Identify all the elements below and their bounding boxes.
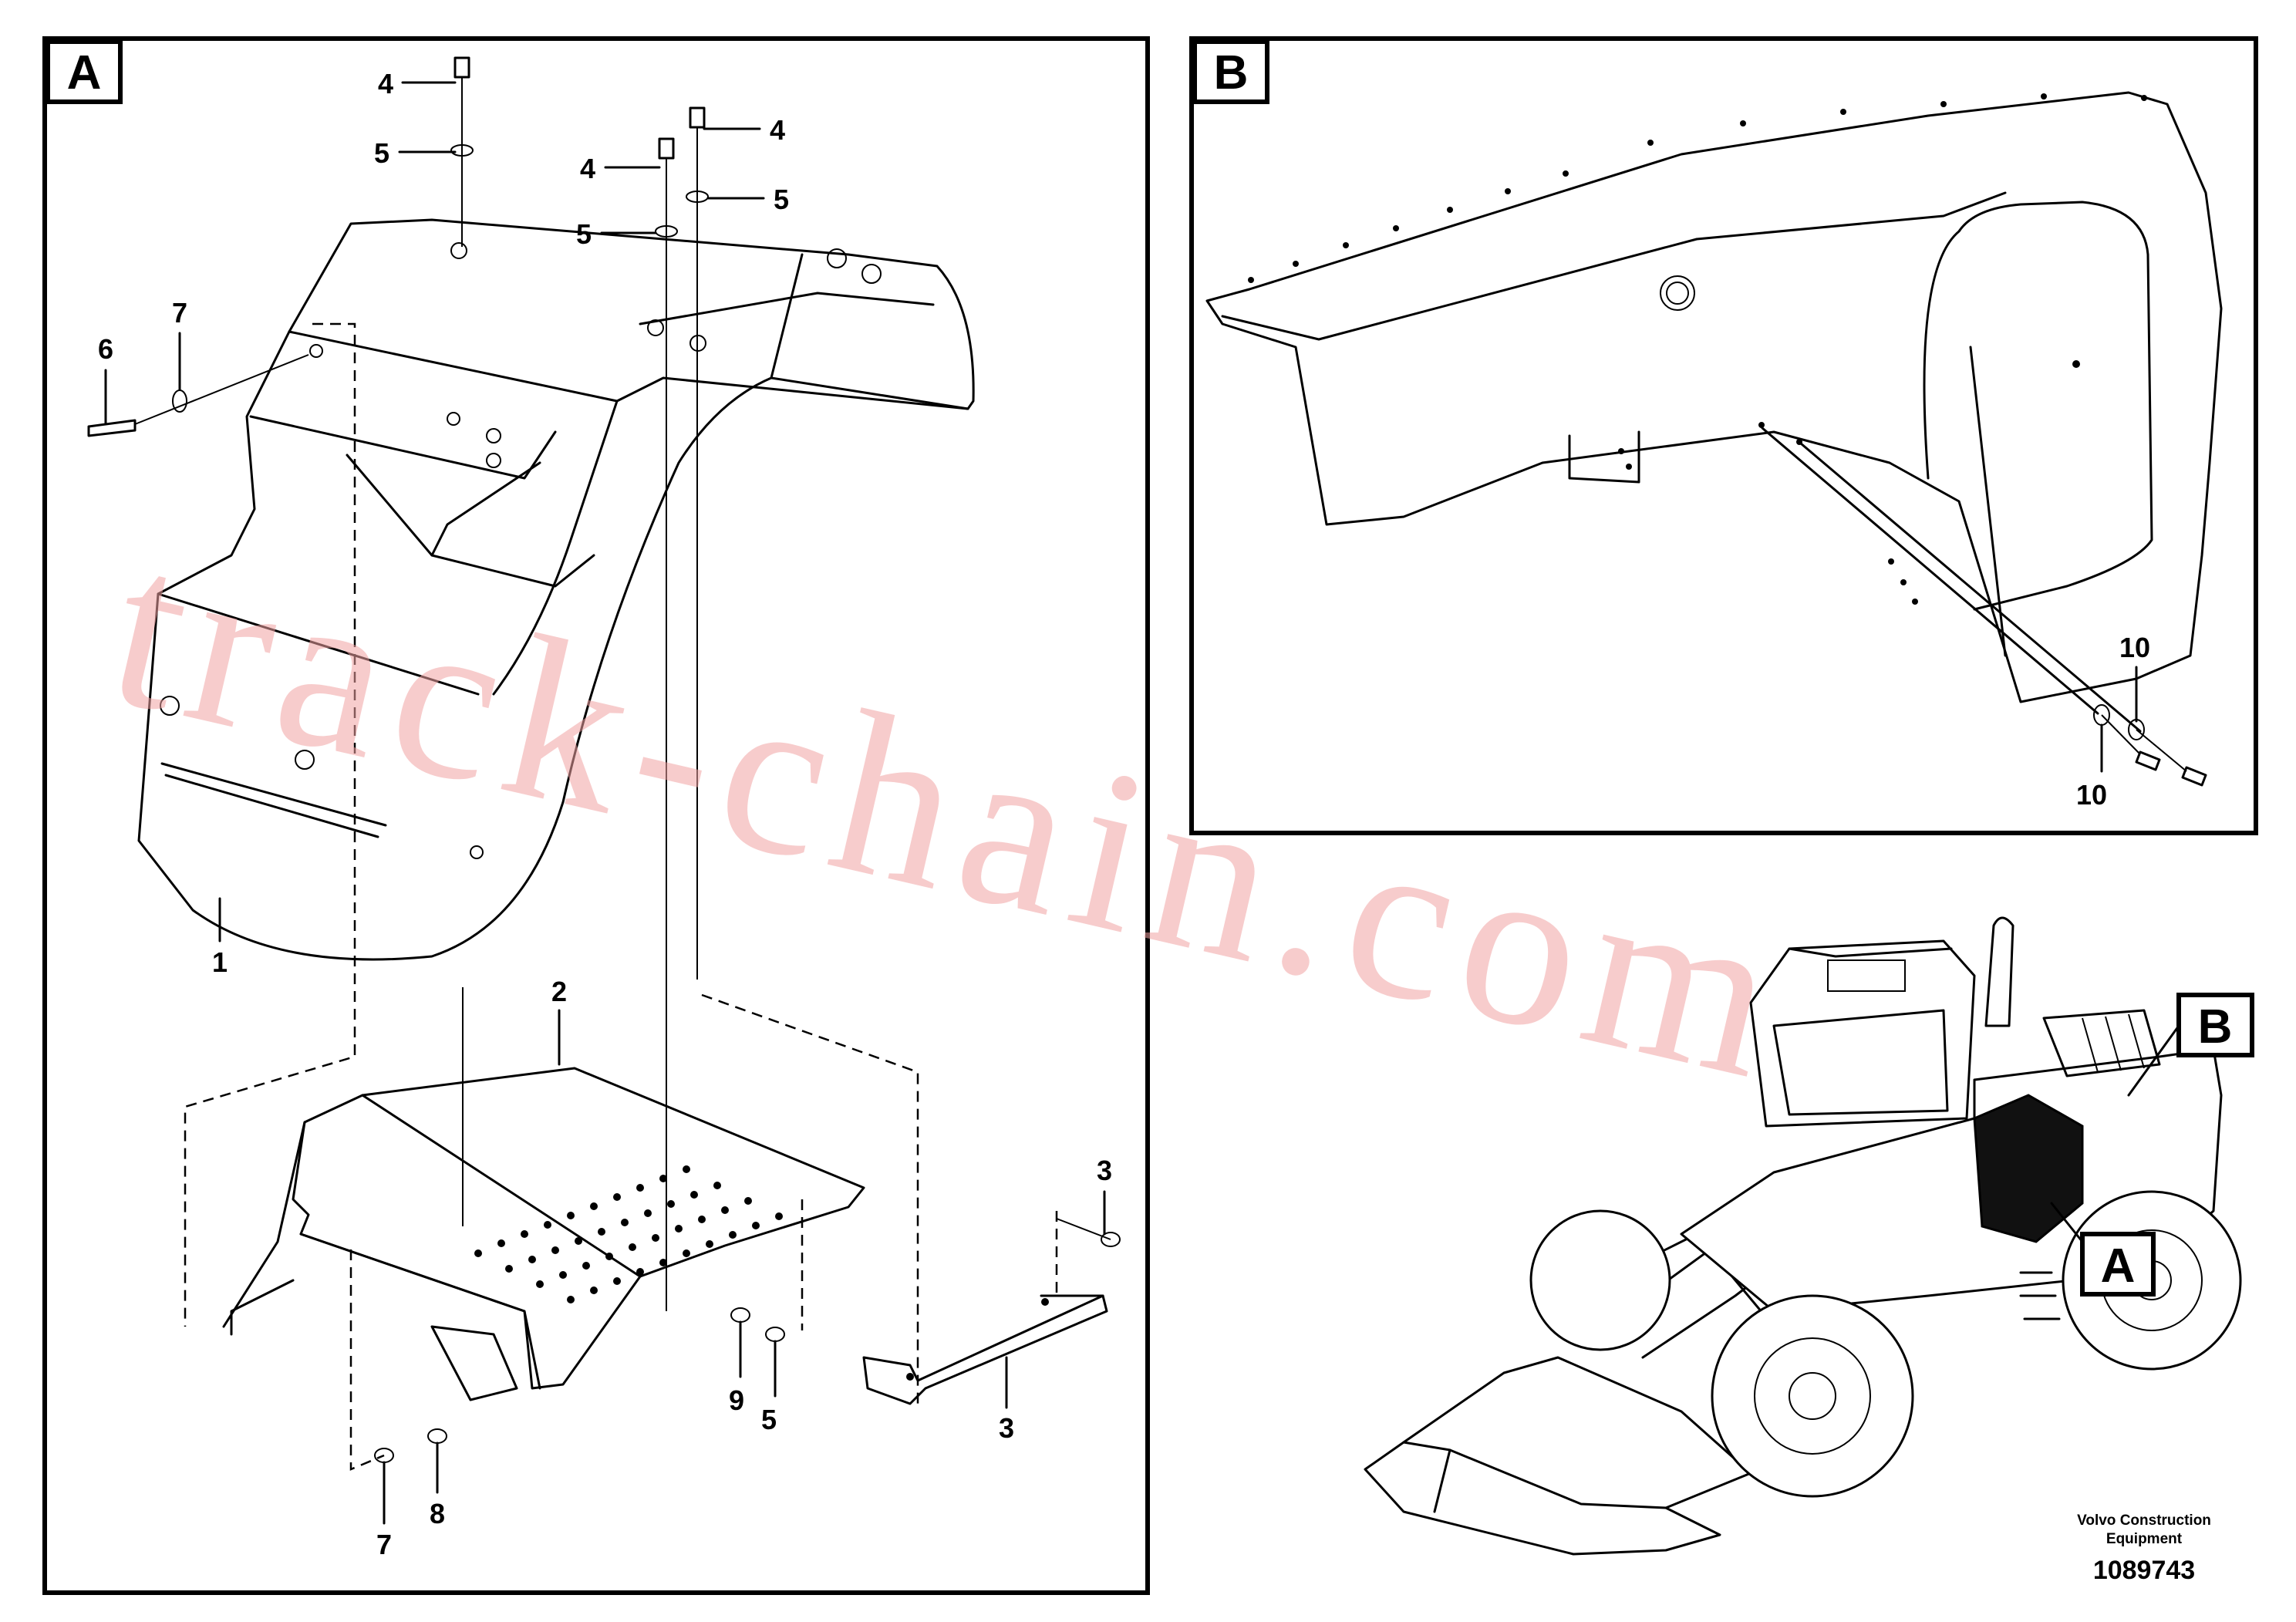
callout-5-right: 5 xyxy=(774,184,789,215)
overview-label-a: A xyxy=(2101,1239,2136,1293)
step-plate-part-2 xyxy=(222,1067,865,1401)
callout-1: 1 xyxy=(212,946,228,978)
callout-10-top: 10 xyxy=(2119,632,2150,663)
fender-side-view xyxy=(1205,91,2223,703)
panel-b-label: B xyxy=(1214,46,1249,99)
highlight-fender-a xyxy=(1973,1094,2084,1243)
panel-b: B xyxy=(1189,36,2258,835)
step-plate-perforations xyxy=(474,1165,783,1303)
footer-block: Volvo Construction Equipment 1089743 xyxy=(2036,1512,2252,1589)
callout-3-bottom: 3 xyxy=(999,1412,1014,1444)
fender-part-1 xyxy=(137,218,975,961)
callout-5-mid: 5 xyxy=(576,218,592,250)
panel-a: A xyxy=(42,36,1150,1595)
bracket-part-3 xyxy=(862,1294,1108,1405)
callout-4-left: 4 xyxy=(378,68,393,99)
panel-a-label: A xyxy=(67,46,102,99)
overview-badge-a xyxy=(2080,1232,2156,1297)
callout-9: 9 xyxy=(729,1384,744,1416)
callout-7-bottom: 7 xyxy=(376,1529,392,1560)
panel-b-badge xyxy=(1192,39,1269,104)
panel-a-badge xyxy=(46,39,123,104)
footer-company-line2: Equipment xyxy=(2106,1531,2183,1547)
footer-company-line1: Volvo Construction xyxy=(2077,1512,2211,1529)
footer-drawing-number: 1089743 xyxy=(2092,1556,2196,1585)
callout-4-right: 4 xyxy=(770,114,785,146)
wheel-loader-overview: B A xyxy=(1364,916,2254,1556)
callout-3-right: 3 xyxy=(1097,1155,1112,1186)
callout-10-bottom: 10 xyxy=(2076,779,2107,811)
panel-b-frame xyxy=(1189,36,2258,835)
callouts-b: 10 10 xyxy=(2076,632,2150,811)
callout-7-top: 7 xyxy=(172,297,187,329)
overview-label-b: B xyxy=(2198,1000,2233,1054)
callout-8: 8 xyxy=(430,1498,445,1529)
callout-6: 6 xyxy=(98,333,113,365)
callout-2: 2 xyxy=(551,976,567,1007)
callouts-a: 4 5 4 5 4 5 7 6 1 2 3 3 9 xyxy=(98,68,1112,1560)
assembly-lines-a xyxy=(134,77,1111,1471)
callout-5-left: 5 xyxy=(374,137,389,169)
callout-5-bottom: 5 xyxy=(761,1404,777,1435)
panel-a-frame xyxy=(42,36,1150,1595)
callout-4-mid: 4 xyxy=(580,153,595,184)
